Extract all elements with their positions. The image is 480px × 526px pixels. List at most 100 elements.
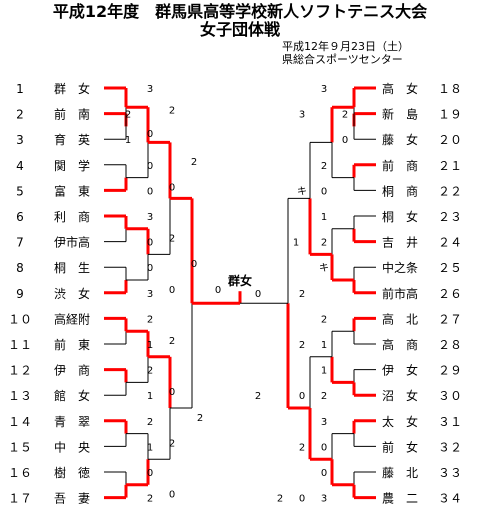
left-team-number: 6 xyxy=(16,210,24,224)
left-team-name: 富 東 xyxy=(54,183,90,198)
left-score: 2 xyxy=(191,157,197,168)
right-team-name: 高 女 xyxy=(382,81,418,96)
left-score: 2 xyxy=(147,314,153,325)
left-score: 0 xyxy=(147,263,153,274)
right-team-number: ２３ xyxy=(438,210,462,224)
left-team-name: 渋 女 xyxy=(54,286,90,301)
left-score: 0 xyxy=(147,129,153,140)
left-score: 3 xyxy=(147,84,153,95)
right-score: 2 xyxy=(321,391,327,402)
right-score: 0 xyxy=(299,391,305,402)
left-team-number: １５ xyxy=(8,440,32,454)
right-score: 0 xyxy=(255,289,261,300)
right-team-number: ３３ xyxy=(438,466,462,480)
left-team-number: １６ xyxy=(8,466,32,480)
right-score: 2 xyxy=(321,238,327,249)
left-score: 2 xyxy=(125,110,131,121)
right-team-name: 桐 商 xyxy=(382,183,418,198)
left-score: 1 xyxy=(147,391,153,402)
right-score: 1 xyxy=(321,340,327,351)
left-team-name: 桐 生 xyxy=(54,261,90,275)
right-score: 1 xyxy=(293,238,299,249)
event-date: 平成12年９月23日（土） xyxy=(282,40,409,53)
left-score: 1 xyxy=(147,442,153,453)
left-team-name: 関 学 xyxy=(54,158,90,173)
left-team-number: 7 xyxy=(16,236,24,250)
right-team-number: １８ xyxy=(438,82,462,96)
left-team-name: 樹 徳 xyxy=(54,465,90,480)
right-score: 0 xyxy=(321,468,327,479)
right-team-number: ３４ xyxy=(438,492,462,506)
left-team-name: 前 南 xyxy=(54,107,90,122)
right-team-name: 新 島 xyxy=(382,107,418,122)
left-score: 2 xyxy=(169,106,175,117)
right-team-number: ２６ xyxy=(438,287,462,301)
left-score: 2 xyxy=(197,413,203,424)
left-score: 1 xyxy=(125,135,131,146)
left-team-name: 伊 商 xyxy=(54,363,90,378)
right-team-name: 桐 女 xyxy=(382,209,418,224)
left-score: 0 xyxy=(191,259,197,270)
left-team-number: １１ xyxy=(8,338,32,352)
left-team-name: 吾 妻 xyxy=(54,492,90,506)
right-score: 0 xyxy=(299,494,305,505)
right-team-number: ２１ xyxy=(438,159,462,173)
right-team-name: 高 北 xyxy=(382,311,418,326)
left-team-number: 8 xyxy=(16,261,24,275)
event-venue: 県総合スポーツセンター xyxy=(282,53,403,66)
left-team-name: 青 翠 xyxy=(54,415,90,429)
left-team-number: 9 xyxy=(16,287,24,301)
left-score: 2 xyxy=(169,234,175,245)
right-score: キ xyxy=(297,186,307,197)
page-title: 平成12年度 群馬県高等学校新人ソフトテニス大会 xyxy=(52,2,428,21)
right-team-number: ３０ xyxy=(438,389,462,403)
right-team-name: 前市高 xyxy=(382,286,418,301)
left-team-name: 中 央 xyxy=(54,439,90,454)
right-team-name: 吉 井 xyxy=(382,236,418,250)
left-team-number: １４ xyxy=(8,415,32,429)
left-team-number: １０ xyxy=(8,312,32,326)
right-score: 2 xyxy=(299,340,305,351)
right-team-name: 高 商 xyxy=(382,337,418,352)
right-score: 3 xyxy=(299,110,305,121)
right-team-number: １９ xyxy=(438,108,462,122)
right-score: 3 xyxy=(321,84,327,95)
right-team-number: ３２ xyxy=(438,440,462,454)
right-team-name: 伊 女 xyxy=(382,363,418,378)
right-team-name: 藤 北 xyxy=(382,466,418,480)
right-score: 3 xyxy=(321,417,327,428)
right-team-number: ２５ xyxy=(438,261,462,275)
right-score: 2 xyxy=(321,314,327,325)
left-score: 0 xyxy=(147,161,153,172)
left-score: 2 xyxy=(147,366,153,377)
right-team-number: ３１ xyxy=(438,415,462,429)
left-score: 0 xyxy=(169,387,175,398)
left-score: 0 xyxy=(169,182,175,193)
page-subtitle: 女子団体戦 xyxy=(199,20,280,39)
right-score: 2 xyxy=(321,161,327,172)
left-team-name: 前 東 xyxy=(54,337,90,352)
left-score: 2 xyxy=(147,417,153,428)
right-team-number: ２２ xyxy=(438,184,462,198)
right-team-number: ２７ xyxy=(438,312,462,326)
right-score: 2 xyxy=(342,110,348,121)
left-team-number: １７ xyxy=(8,492,32,506)
right-team-number: ２０ xyxy=(438,133,462,147)
left-score: 0 xyxy=(215,285,221,296)
left-team-name: 伊市高 xyxy=(54,235,90,250)
left-score: 0 xyxy=(147,186,153,197)
right-score: 2 xyxy=(255,391,261,402)
left-team-number: 3 xyxy=(16,133,24,147)
right-team-number: ２８ xyxy=(438,338,462,352)
right-score: 2 xyxy=(299,442,305,453)
left-score: 2 xyxy=(169,438,175,449)
right-team-name: 前 女 xyxy=(382,439,418,454)
left-team-number: １２ xyxy=(8,364,32,378)
right-team-name: 太 女 xyxy=(382,414,418,429)
right-team-name: 沼 女 xyxy=(382,388,418,403)
right-score: 2 xyxy=(277,494,283,505)
left-score: 3 xyxy=(147,289,153,300)
left-score: 2 xyxy=(147,494,153,505)
left-score: 1 xyxy=(147,340,153,351)
